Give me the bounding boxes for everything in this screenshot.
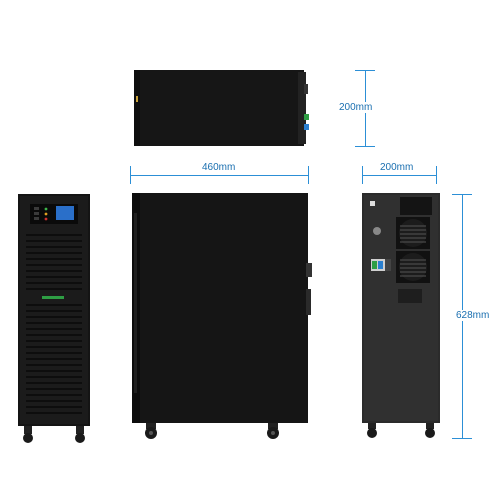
dim-back-line <box>362 175 437 176</box>
top-view-drawing <box>134 70 309 146</box>
side-view <box>128 193 318 441</box>
rear-view <box>360 193 444 441</box>
dim-height-label: 628mm <box>455 310 491 321</box>
top-view <box>130 68 310 148</box>
dim-width-line <box>130 175 309 176</box>
fan-icon <box>396 251 430 283</box>
side-view-drawing <box>132 193 312 439</box>
front-view <box>16 194 92 444</box>
front-view-drawing <box>18 194 90 443</box>
dim-back-label: 200mm <box>378 162 416 173</box>
dim-width-label: 460mm <box>200 162 238 173</box>
fan-icon <box>396 217 430 249</box>
rear-view-drawing <box>362 193 440 438</box>
dim-top-label: 200mm <box>337 102 375 113</box>
